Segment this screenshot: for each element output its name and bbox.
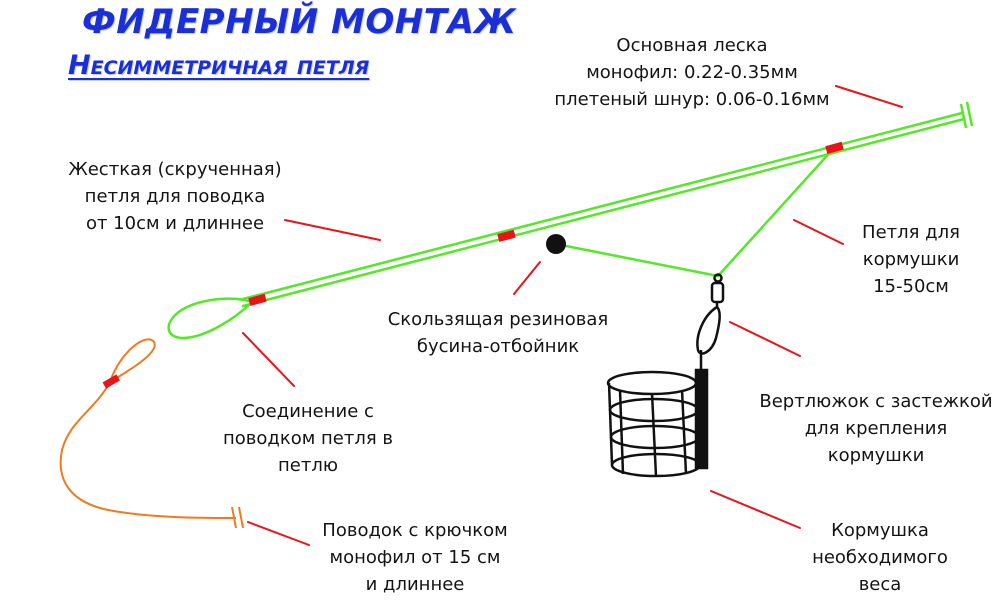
- leader-line: [59, 338, 237, 519]
- label-leader-1: Поводок с крючком: [322, 520, 508, 541]
- pointer-feeder-loop: [793, 219, 844, 245]
- label-swivel-2: для крепления: [804, 418, 948, 439]
- label-swivel-1: Вертлюжок с застежкой: [759, 391, 993, 412]
- label-feeder-loop-2: кормушки: [862, 249, 960, 270]
- stopper-leader: [102, 374, 120, 389]
- label-leader: Поводок с крючком монофил от 15 см и дли…: [300, 517, 530, 598]
- feeder-loop: [554, 146, 836, 278]
- swivel-icon: [696, 273, 725, 374]
- stopper-markers: [102, 141, 844, 389]
- label-rigid-loop-1: Жесткая (скрученная): [68, 159, 282, 180]
- feeder-icon: [606, 368, 709, 478]
- label-main-line-1: Основная леска: [616, 35, 768, 56]
- label-feeder-loop-1: Петля для: [862, 222, 960, 243]
- hook-mark-icon: [231, 506, 244, 529]
- pointer-lines: [242, 85, 903, 546]
- label-connection: Соединение с поводком петля в петлю: [198, 398, 418, 479]
- rubber-bead: [546, 234, 566, 254]
- pointer-swivel: [729, 321, 801, 357]
- label-feeder-loop: Петля для кормушки 15-50см: [836, 219, 986, 300]
- label-feeder-1: Кормушка: [831, 520, 929, 541]
- line-end-mark-icon: [959, 101, 974, 129]
- label-connection-2: поводком петля в: [222, 428, 394, 449]
- label-rigid-loop: Жесткая (скрученная) петля для поводка о…: [50, 156, 300, 237]
- label-feeder-3: веса: [858, 574, 902, 595]
- label-feeder-loop-3: 15-50см: [873, 276, 949, 297]
- label-rigid-loop-2: петля для поводка: [84, 186, 266, 207]
- title-main: ФИДЕРНЫЙ МОНТАЖ: [82, 2, 517, 42]
- label-connection-3: петлю: [278, 455, 338, 476]
- label-main-line-3: плетеный шнур: 0.06-0.16мм: [554, 89, 830, 110]
- stopper-top: [825, 141, 844, 154]
- label-connection-1: Соединение с: [242, 401, 374, 422]
- label-main-line-2: монофил: 0.22-0.35мм: [586, 62, 798, 83]
- stopper-middle: [497, 229, 516, 242]
- pointer-rigid-loop: [284, 219, 381, 241]
- label-leader-3: и длиннее: [365, 574, 465, 595]
- label-bead: Скользящая резиновая бусина-отбойник: [378, 306, 618, 360]
- pointer-feeder: [710, 490, 801, 529]
- title-subtitle: Несимметричная петля: [68, 50, 370, 81]
- pointer-leader: [247, 521, 310, 546]
- pointer-main-line: [835, 85, 903, 108]
- label-swivel: Вертлюжок с застежкой для крепления корм…: [745, 388, 1000, 469]
- stopper-loop: [248, 293, 267, 306]
- label-swivel-3: кормушки: [827, 445, 925, 466]
- label-rigid-loop-3: от 10см и длиннее: [85, 213, 265, 234]
- label-leader-2: монофил от 15 см: [329, 547, 501, 568]
- rigid-loop: [167, 297, 255, 340]
- label-feeder: Кормушка необходимого веса: [800, 517, 960, 598]
- pointer-connection: [242, 332, 295, 387]
- label-bead-1: Скользящая резиновая: [387, 309, 609, 330]
- pointer-bead: [513, 261, 541, 295]
- label-bead-2: бусина-отбойник: [416, 336, 580, 357]
- label-main-line: Основная леска монофил: 0.22-0.35мм плет…: [542, 32, 842, 113]
- label-feeder-2: необходимого: [812, 547, 948, 568]
